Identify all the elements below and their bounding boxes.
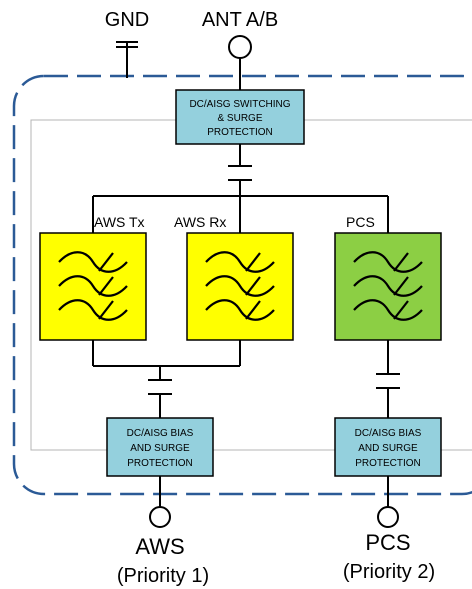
capacitor-icon [148,379,172,395]
capacitor-icon [376,373,400,389]
aws-bias-line-1: DC/AISG BIAS [127,428,194,439]
aws-bias-line-3: PROTECTION [127,458,193,469]
filter-wave [205,275,275,297]
switching-line-1: DC/AISG SWITCHING [189,99,290,110]
filter-slash [98,276,114,296]
filter-wave [205,299,275,321]
filter-wave [58,299,128,321]
bandpass-filter-icon [205,251,275,321]
antenna-label: ANT A/B [202,9,278,31]
pcs-port-label: PCS [365,530,410,555]
filter-slash [98,300,114,320]
aws-bias-line-2: AND SURGE [130,443,190,454]
pcs-filter [334,232,442,341]
gnd-label: GND [105,9,149,31]
filter-wave [353,275,423,297]
switching-protection-module: DC/AISG SWITCHING & SURGE PROTECTION [175,89,305,145]
signal-wiring [92,42,389,507]
enclosure-outline [12,74,472,496]
filter-wave [58,251,128,273]
pcs-filter-label: PCS [346,214,375,230]
filter-slash [98,252,114,272]
filter-wave [353,299,423,321]
bandpass-filter-icon [58,251,128,321]
switching-line-2: & SURGE [217,113,262,124]
aws-port-label: AWS [135,534,184,559]
pcs-port[interactable]: PCS (Priority 2) [343,506,435,583]
aws-tx-label: AWS Tx [94,214,145,230]
filter-slash [245,252,261,272]
aws-tx-filter [39,232,147,341]
filter-wave [58,275,128,297]
ground-terminal: GND [105,9,149,48]
pcs-bias-module-box [334,417,442,477]
filter-slash [245,300,261,320]
pcs-bias-line-2: AND SURGE [358,443,418,454]
pcs-bias-line-3: PROTECTION [355,458,421,469]
aws-rx-filter [186,232,294,341]
filter-slash [393,252,409,272]
ground-icon [116,41,138,48]
aws-rx-label: AWS Rx [174,214,226,230]
filter-wave [353,251,423,273]
bandpass-filter-icon [353,251,423,321]
aws-bias-module: DC/AISG BIAS AND SURGE PROTECTION [106,417,214,477]
filter-wave [205,251,275,273]
antenna-port[interactable]: ANT A/B [202,9,278,59]
aws-priority-label: (Priority 1) [117,565,209,587]
capacitor-icon [228,165,252,181]
port-circle-icon [377,506,399,528]
pcs-priority-label: (Priority 2) [343,561,435,583]
port-circle-icon [228,35,252,59]
pcs-bias-line-1: DC/AISG BIAS [355,428,422,439]
switching-line-3: PROTECTION [207,127,273,138]
switching-module-box [175,89,305,145]
pcs-bias-module: DC/AISG BIAS AND SURGE PROTECTION [334,417,442,477]
aws-bias-module-box [106,417,214,477]
filter-slash [393,276,409,296]
filter-slash [393,300,409,320]
port-circle-icon [149,506,171,528]
aws-port[interactable]: AWS (Priority 1) [117,506,209,587]
filter-slash [245,276,261,296]
